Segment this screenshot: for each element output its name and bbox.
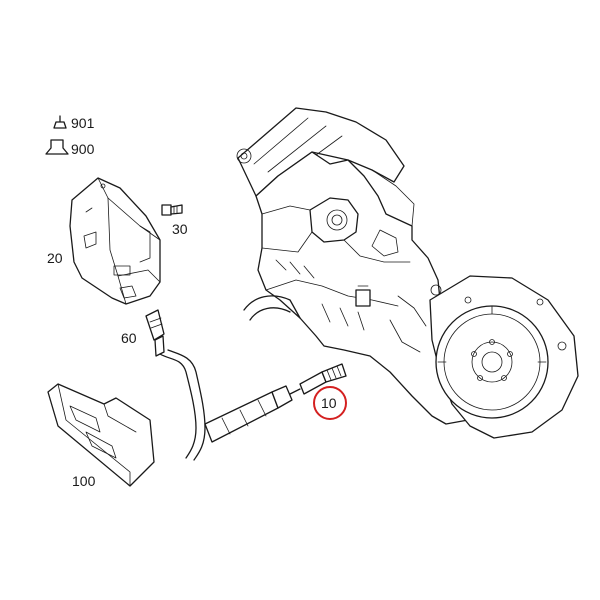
- label-part-20[interactable]: 20: [47, 250, 63, 266]
- highlight-circle: [313, 386, 347, 420]
- part-900-symbol: [45, 139, 69, 155]
- label-part-60[interactable]: 60: [121, 330, 137, 346]
- part-60-ignition-lead: [145, 309, 293, 461]
- part-30-bolt: [161, 204, 183, 216]
- label-part-900[interactable]: 900: [71, 141, 95, 157]
- label-part-30[interactable]: 30: [172, 221, 188, 237]
- engine-assembly: [236, 107, 579, 439]
- label-part-10[interactable]: 10: [321, 395, 337, 411]
- part-901-symbol: [53, 115, 67, 129]
- part-10-spark-plug: [289, 363, 347, 395]
- label-part-901[interactable]: 901: [71, 115, 95, 131]
- part-20-ignition-coil: [69, 177, 161, 305]
- label-part-100[interactable]: 100: [72, 473, 96, 489]
- part-100-cover-plate: [47, 383, 155, 487]
